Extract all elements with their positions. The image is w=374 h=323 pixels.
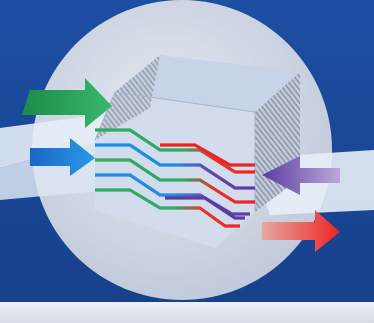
bottom-band [0,302,374,323]
